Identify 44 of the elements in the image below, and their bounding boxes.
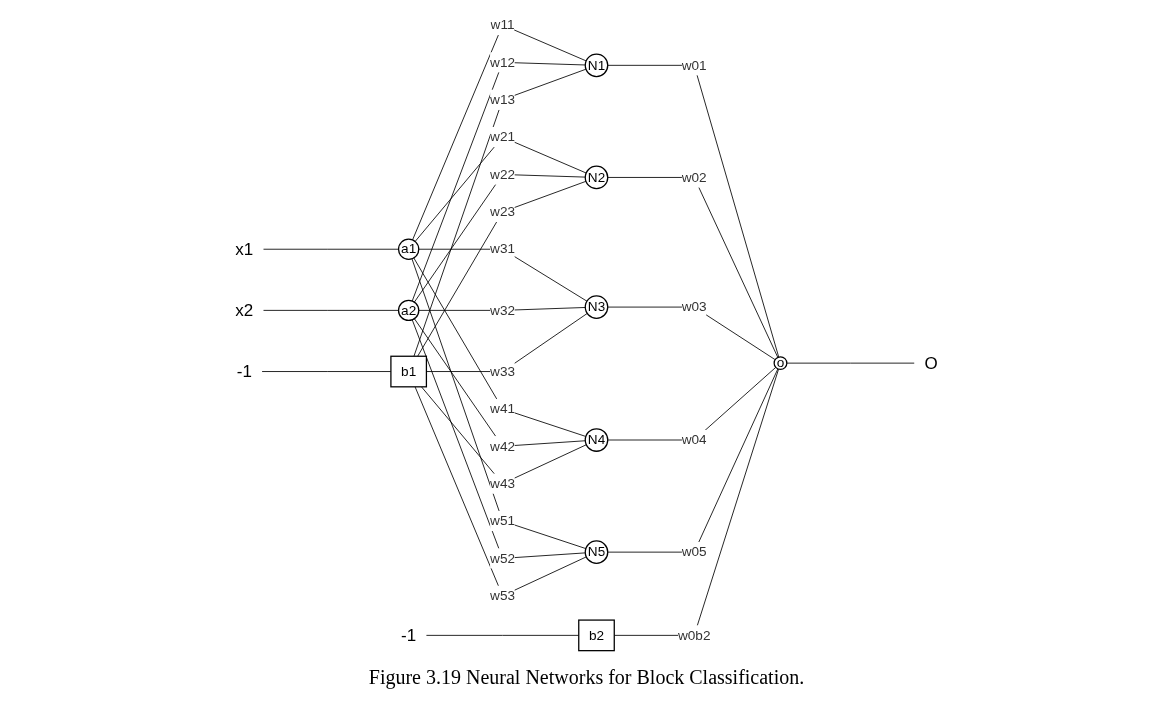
connector (786, 362, 915, 364)
edge-label: w03 (681, 299, 707, 314)
edge-label: w02 (681, 169, 707, 185)
edge-label: w52 (490, 550, 516, 566)
connector (607, 64, 780, 358)
edge-label: w43 (490, 476, 516, 491)
node-circle: N5 (584, 540, 609, 564)
connector (411, 319, 586, 559)
node-circle: a1 (397, 238, 420, 260)
figure-caption: Figure 3.19 Neural Networks for Block Classification. (368, 666, 805, 689)
node-text: x1 (235, 239, 254, 259)
connector (263, 309, 399, 311)
connector (263, 248, 399, 250)
edge-label: w11 (490, 17, 515, 32)
node-circle: o (773, 356, 788, 371)
node-circle: N1 (584, 53, 609, 78)
node-text: O (924, 353, 938, 373)
edge-label: w0b2 (677, 627, 711, 643)
node-text: x2 (235, 301, 254, 320)
edge-label: w32 (490, 302, 516, 318)
edge-label: w23 (490, 204, 516, 219)
edge-label: w51 (490, 513, 516, 528)
node-circle: a2 (397, 299, 420, 322)
edge-label: w12 (490, 54, 516, 70)
node-box: b2 (578, 619, 615, 652)
edge-label: w53 (490, 588, 516, 603)
edge-label: w01 (681, 57, 707, 73)
node-text: -1 (236, 362, 252, 381)
edge-label: w22 (490, 166, 516, 182)
edge-label: w41 (490, 401, 516, 416)
node-circle: N3 (584, 295, 609, 319)
edge-label: w05 (681, 544, 707, 559)
connector (414, 318, 586, 447)
node-box: b1 (390, 355, 428, 388)
node-circle: N4 (584, 428, 609, 452)
node-circle: N2 (584, 165, 609, 190)
edge-label: w13 (490, 92, 516, 107)
edge-label: w31 (490, 241, 516, 257)
edge-label: w04 (681, 432, 707, 447)
edge-label: w21 (490, 129, 516, 144)
node-text: -1 (401, 626, 417, 645)
edge-label: w33 (490, 363, 516, 379)
edge-label: w42 (490, 438, 516, 454)
connector (607, 177, 779, 358)
